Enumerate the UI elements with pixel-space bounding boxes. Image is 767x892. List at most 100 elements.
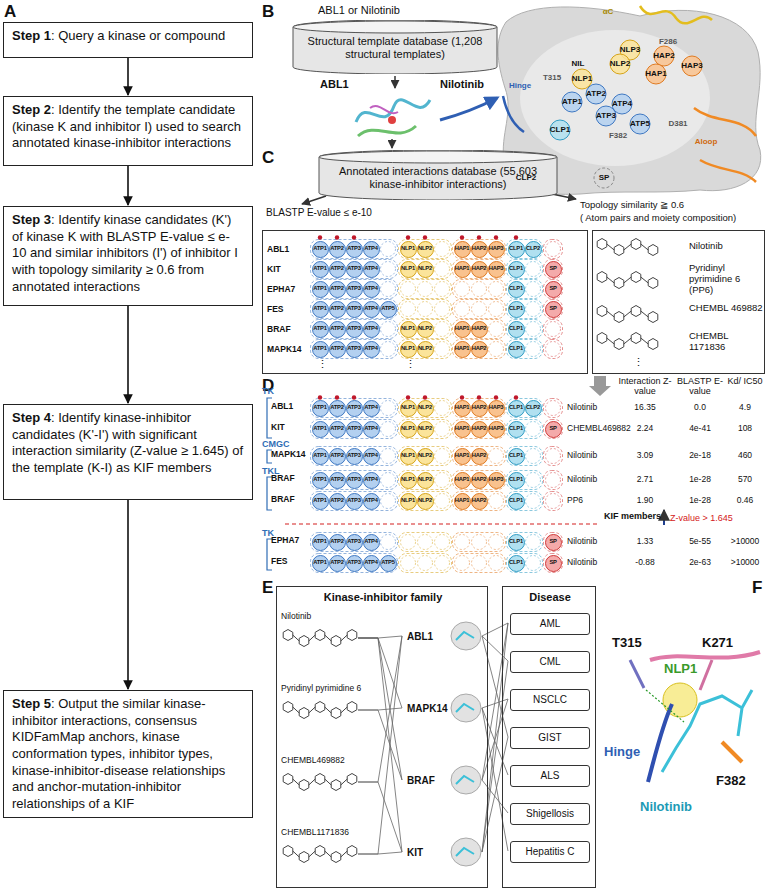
illustration-part (401, 302, 416, 317)
anchor-circle: ATP1 (312, 472, 329, 489)
anchor-circle: NLP1 (400, 421, 417, 438)
illustration-part (406, 235, 410, 239)
illustration-part (283, 702, 293, 713)
anchor-circle: ATP2 (329, 261, 346, 278)
illustration-part (544, 471, 563, 490)
anchor-circle: NLP2 (417, 261, 434, 278)
anchor-circle: ATP2 (329, 448, 346, 465)
node-text: KIT (407, 847, 423, 858)
table-cell: 0.0 (678, 403, 722, 413)
disease-item: Hepatitis C (510, 841, 590, 863)
kinase-name: BRAF (271, 495, 295, 505)
anchor-circle: NLP2 (417, 421, 434, 438)
anchor-circle: ATP3 (346, 281, 363, 298)
table-cell: Nilotinib (567, 403, 597, 413)
anchor-circle: ATP5 (380, 555, 397, 572)
anchor-circle: ATP4 (363, 493, 380, 510)
illustration-part (358, 638, 402, 852)
anchor-circle: CLP1 (508, 281, 525, 298)
anchor-circle: NLP2 (417, 400, 434, 417)
anchor-label: Hinge (509, 81, 531, 90)
illustration-part (453, 260, 506, 279)
illustration-part (546, 473, 561, 488)
anchor-circle: HAP2 (471, 400, 488, 417)
illustration-part (631, 272, 641, 283)
anchor-circle: ATP1 (312, 281, 329, 298)
anchor-circle: ATP4 (363, 241, 380, 258)
illustration-part (394, 76, 396, 88)
node-text: Step 1 (12, 28, 51, 43)
filter-label: BLASTP E-value ≤ e-10 (266, 207, 372, 219)
illustration-part (451, 766, 481, 794)
anchor-circle: HAP2 (471, 341, 488, 358)
anchor-circle: HAP2 (471, 448, 488, 465)
illustration-part (358, 636, 402, 782)
anchor-circle: NLP1 (400, 400, 417, 417)
illustration-part (311, 471, 563, 490)
illustration-part (631, 306, 641, 317)
table-cell: 2.24 (625, 424, 665, 434)
node-text: Step 4 (12, 410, 51, 425)
node-text: Pyridinyl pyrimidine 6 (PP6) (689, 263, 763, 296)
illustration-part (526, 494, 541, 509)
illustration-part (341, 635, 347, 641)
illustration-part (507, 280, 543, 299)
anchor-circle: NLP1 (400, 341, 417, 358)
anchor-circle: NLP2 (417, 241, 434, 258)
illustration-part (646, 690, 684, 722)
anchor-circle: HAP1 (454, 400, 471, 417)
illustration-part (455, 282, 470, 297)
anchor-circle: CLP2 (525, 400, 542, 417)
panel-letter: A (4, 2, 16, 22)
node-text: Step 5 (12, 696, 51, 711)
anchor-circle: NLP1 (400, 493, 417, 510)
illustration-part (700, 660, 712, 690)
illustration-part (648, 245, 658, 256)
anchor-circle: NLP1 (400, 261, 417, 278)
panel-letter: F (752, 578, 762, 598)
node-text: ABL1 (267, 244, 289, 254)
illustration-part (597, 306, 607, 317)
anchor-circle: HAP2 (471, 321, 488, 338)
disease-item: CML (510, 651, 590, 673)
illustration-part (311, 420, 398, 439)
threshold-label: KIF members (604, 511, 661, 521)
illustration-part (381, 342, 396, 357)
anchor-circle: CLP1 (508, 448, 525, 465)
illustration-part (311, 399, 398, 418)
disease-box: DiseaseAMLCMLNSCLCGISTALSShigellosisHepa… (502, 586, 596, 888)
kinase-name: KIT (271, 423, 285, 433)
illustration-part (700, 160, 756, 182)
anchor-label: Aloop (695, 137, 718, 146)
node-text: Shigellosis (513, 808, 587, 820)
anchor-circle: CLP1 (508, 241, 525, 258)
table-cell: 0.46 (725, 496, 765, 506)
illustration-part (631, 333, 641, 344)
anchor-circle: ATP1 (312, 400, 329, 417)
anchor-circle: NLP1 (400, 472, 417, 489)
anchor-circle: CLP1 (508, 421, 525, 438)
illustration-part (507, 300, 543, 319)
illustration-part (331, 852, 341, 863)
illustration-part (435, 449, 450, 464)
illustration-part (544, 280, 563, 299)
anchor-circle: ATP1 (312, 261, 329, 278)
illustration-part (331, 780, 341, 791)
illustration-part (640, 6, 712, 23)
illustration-part (440, 98, 497, 120)
node-text: Nilotinib (281, 611, 311, 621)
table-cell: Nilotinib (567, 451, 597, 461)
illustration-part (283, 630, 293, 641)
anchor-circle: CLP1 (508, 493, 525, 510)
anchor-label: NIL (572, 59, 585, 68)
anchor-circle: ATP1 (312, 534, 329, 551)
illustration-part (507, 260, 543, 279)
illustration-part (526, 473, 541, 488)
anchor-circle: CLP1 (508, 321, 525, 338)
illustration-part (311, 240, 398, 259)
anchor-circle: ATP3 (346, 241, 363, 258)
illustration-part (526, 282, 541, 297)
illustration-part (302, 196, 326, 204)
illustration-part (418, 282, 433, 297)
